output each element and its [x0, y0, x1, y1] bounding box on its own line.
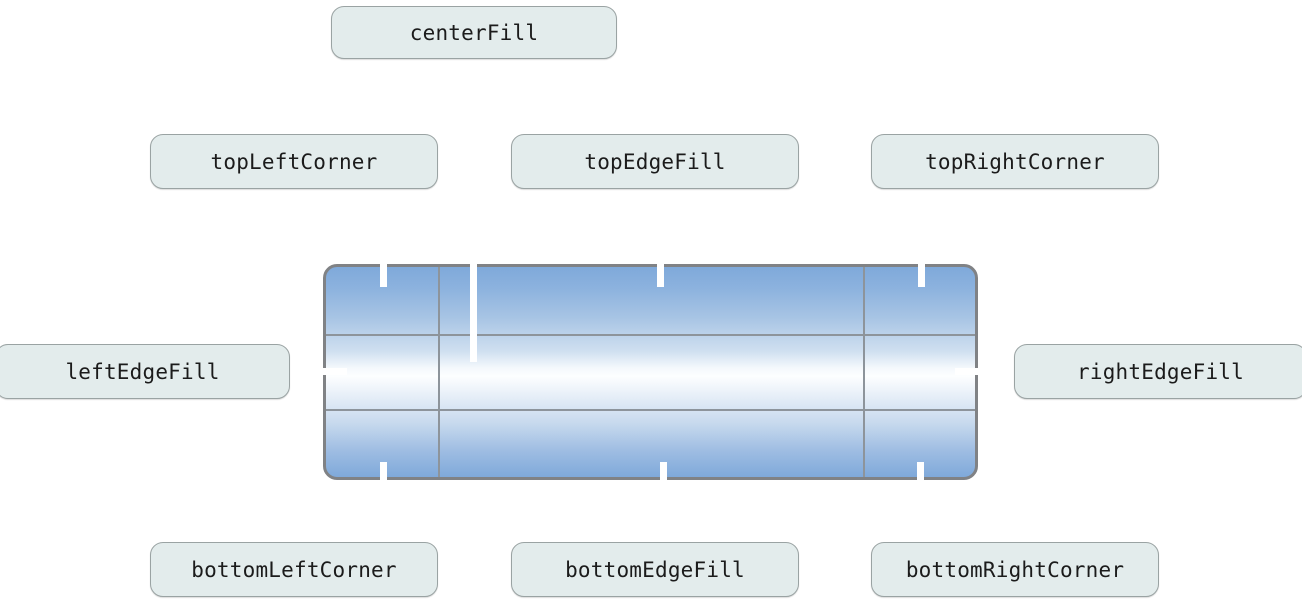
- callout-label-leftEdgeFill[interactable]: leftEdgeFill: [0, 344, 290, 399]
- leader-line-topEdgeFill: [657, 189, 664, 287]
- nine-part-slice-artwork: [323, 264, 978, 480]
- callout-label-text: bottomLeftCorner: [191, 557, 397, 582]
- leader-line-topRightCorner: [918, 189, 925, 287]
- leader-line-rightEdgeFill: [955, 368, 1015, 375]
- callout-label-text: leftEdgeFill: [65, 359, 220, 384]
- callout-label-topLeftCorner[interactable]: topLeftCorner: [150, 134, 438, 189]
- grid-line-horizontal-top: [326, 334, 975, 336]
- callout-label-text: bottomRightCorner: [905, 557, 1125, 582]
- callout-label-bottomLeftCorner[interactable]: bottomLeftCorner: [150, 542, 438, 597]
- leader-line-topLeftCorner: [380, 189, 387, 287]
- callout-label-text: topLeftCorner: [210, 149, 378, 174]
- callout-label-topRightCorner[interactable]: topRightCorner: [871, 134, 1159, 189]
- leader-line-leftEdgeFill: [290, 368, 347, 375]
- callout-label-topEdgeFill[interactable]: topEdgeFill: [511, 134, 799, 189]
- callout-label-bottomRightCorner[interactable]: bottomRightCorner: [871, 542, 1159, 597]
- callout-label-text: bottomEdgeFill: [565, 557, 745, 582]
- leader-line-centerFill: [470, 59, 477, 362]
- callout-label-text: topEdgeFill: [584, 149, 726, 174]
- leader-line-bottomRightCorner: [917, 462, 924, 543]
- callout-label-text: centerFill: [409, 20, 539, 45]
- callout-label-centerFill[interactable]: centerFill: [331, 6, 617, 59]
- grid-line-horizontal-bottom: [326, 409, 975, 411]
- callout-label-text: topRightCorner: [925, 149, 1105, 174]
- grid-line-vertical-left: [438, 267, 440, 477]
- callout-label-bottomEdgeFill[interactable]: bottomEdgeFill: [511, 542, 799, 597]
- leader-line-bottomLeftCorner: [380, 462, 387, 543]
- grid-line-vertical-right: [863, 267, 865, 477]
- callout-label-text: rightEdgeFill: [1077, 359, 1244, 384]
- leader-line-bottomEdgeFill: [660, 462, 667, 543]
- callout-label-rightEdgeFill[interactable]: rightEdgeFill: [1014, 344, 1302, 399]
